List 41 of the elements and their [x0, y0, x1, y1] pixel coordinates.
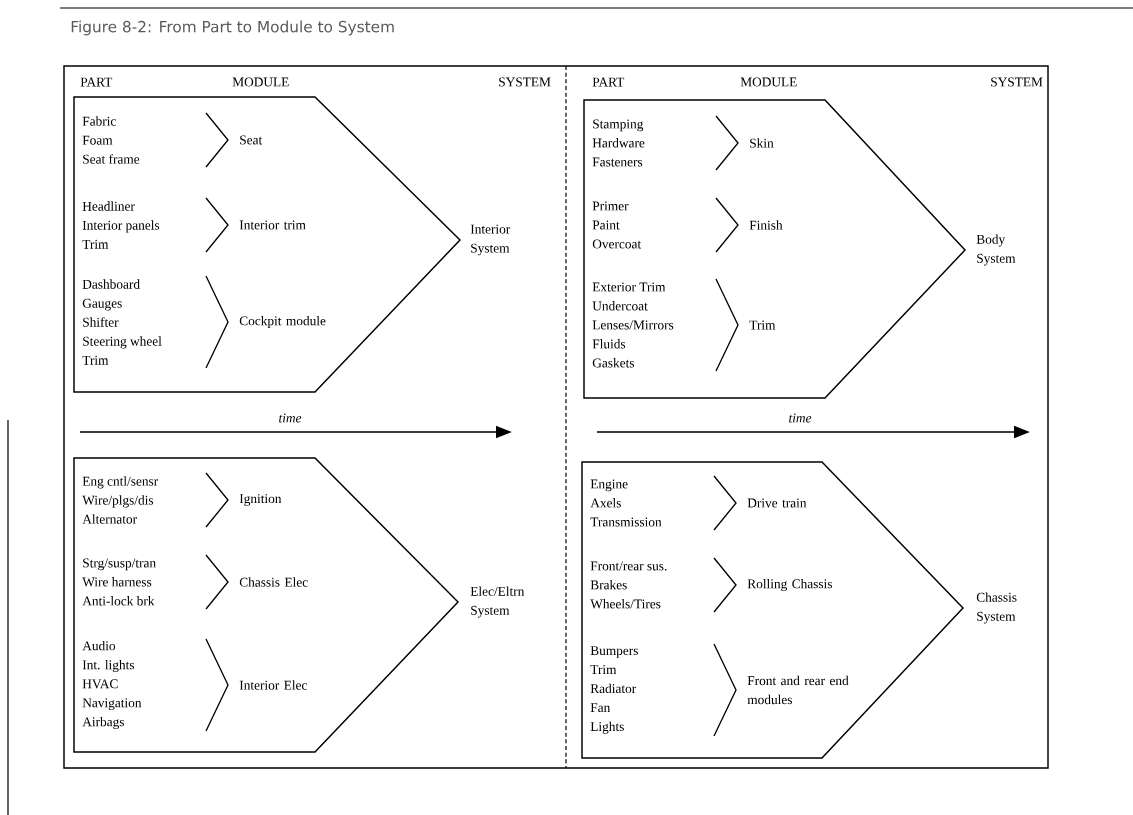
- part-list: Bumpers Trim Radiator Fan Lights: [590, 646, 638, 734]
- part-list: Front/rear sus. Brakes Wheels/Tires: [590, 561, 667, 609]
- part-list: Headliner Interior panels Trim: [82, 201, 160, 249]
- module-label: Front and rear end modules: [747, 675, 849, 705]
- column-heading: MODULE: [232, 77, 289, 87]
- module-label: Seat: [240, 135, 263, 145]
- module-label: Ignition: [239, 494, 282, 506]
- pentagon-shape: [73, 457, 460, 753]
- module-label: Cockpit module: [239, 315, 326, 329]
- column-heading: MODULE: [740, 77, 797, 87]
- column-heading: PART: [80, 77, 113, 87]
- axis-label: time: [789, 413, 812, 423]
- pentagon-shape: [73, 96, 462, 393]
- part-list: Primer Paint Overcoat: [592, 201, 642, 249]
- column-heading: SYSTEM: [499, 77, 551, 87]
- axis-label: time: [279, 413, 302, 423]
- module-label: Skin: [750, 138, 774, 148]
- system-label: Body System: [976, 234, 1016, 266]
- module-label: Interior trim: [239, 220, 306, 230]
- module-label: Trim: [749, 320, 776, 330]
- module-label: Interior Elec: [239, 680, 307, 690]
- module-label: Chassis Elec: [239, 577, 308, 587]
- pentagon-shape: [583, 99, 966, 399]
- part-list: Strg/susp/tran Wire harness Anti-lock brk: [82, 558, 156, 606]
- part-list: Fabric Foam Seat frame: [82, 116, 140, 164]
- column-heading: SYSTEM: [991, 77, 1043, 87]
- part-list: Stamping Hardware Fasteners: [592, 119, 645, 167]
- column-heading: PART: [592, 77, 625, 87]
- system-label: Chassis System: [976, 592, 1017, 624]
- part-list: Eng cntl/sensr Wire/plgs/dis Alternator: [82, 476, 159, 524]
- system-label: Interior System: [470, 224, 511, 256]
- module-label: Rolling Chassis: [747, 578, 832, 592]
- module-label: Drive train: [747, 498, 807, 508]
- module-label: Finish: [749, 220, 783, 230]
- part-list: Audio Int. lights HVAC Navigation Airbags: [82, 640, 142, 730]
- part-list: Engine Axels Transmission: [590, 479, 662, 527]
- part-list: Exterior Trim Undercoat Lenses/Mirrors Fluids Gaskets: [592, 282, 674, 368]
- figure-title: Figure 8-2: From Part to Module to System: [71, 20, 394, 36]
- system-label: Elec/Eltrn System: [470, 586, 525, 618]
- pentagon-shape: [581, 461, 965, 759]
- part-list: Dashboard Gauges Shifter Steering wheel Trim: [82, 279, 162, 365]
